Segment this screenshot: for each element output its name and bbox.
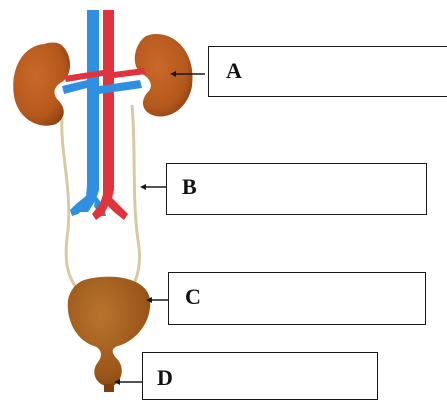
answer-box-b[interactable] <box>166 163 427 215</box>
right-ureter <box>130 105 140 292</box>
left-kidney <box>13 43 70 126</box>
label-d: D <box>157 367 173 389</box>
label-a: A <box>226 60 242 82</box>
vena-cava <box>78 10 99 212</box>
label-c: C <box>185 286 201 308</box>
right-kidney <box>135 34 193 116</box>
pointer-arrow-b <box>140 184 146 190</box>
urethra <box>104 384 114 392</box>
left-ureter <box>62 118 78 290</box>
label-b: B <box>182 176 197 198</box>
vena-cava-left-branch <box>70 196 88 216</box>
answer-box-c[interactable] <box>168 272 426 325</box>
answer-box-d[interactable] <box>142 352 378 400</box>
left-renal-vein <box>62 80 87 94</box>
bladder <box>68 277 150 386</box>
right-renal-artery <box>114 68 146 78</box>
answer-box-a[interactable] <box>208 46 447 97</box>
